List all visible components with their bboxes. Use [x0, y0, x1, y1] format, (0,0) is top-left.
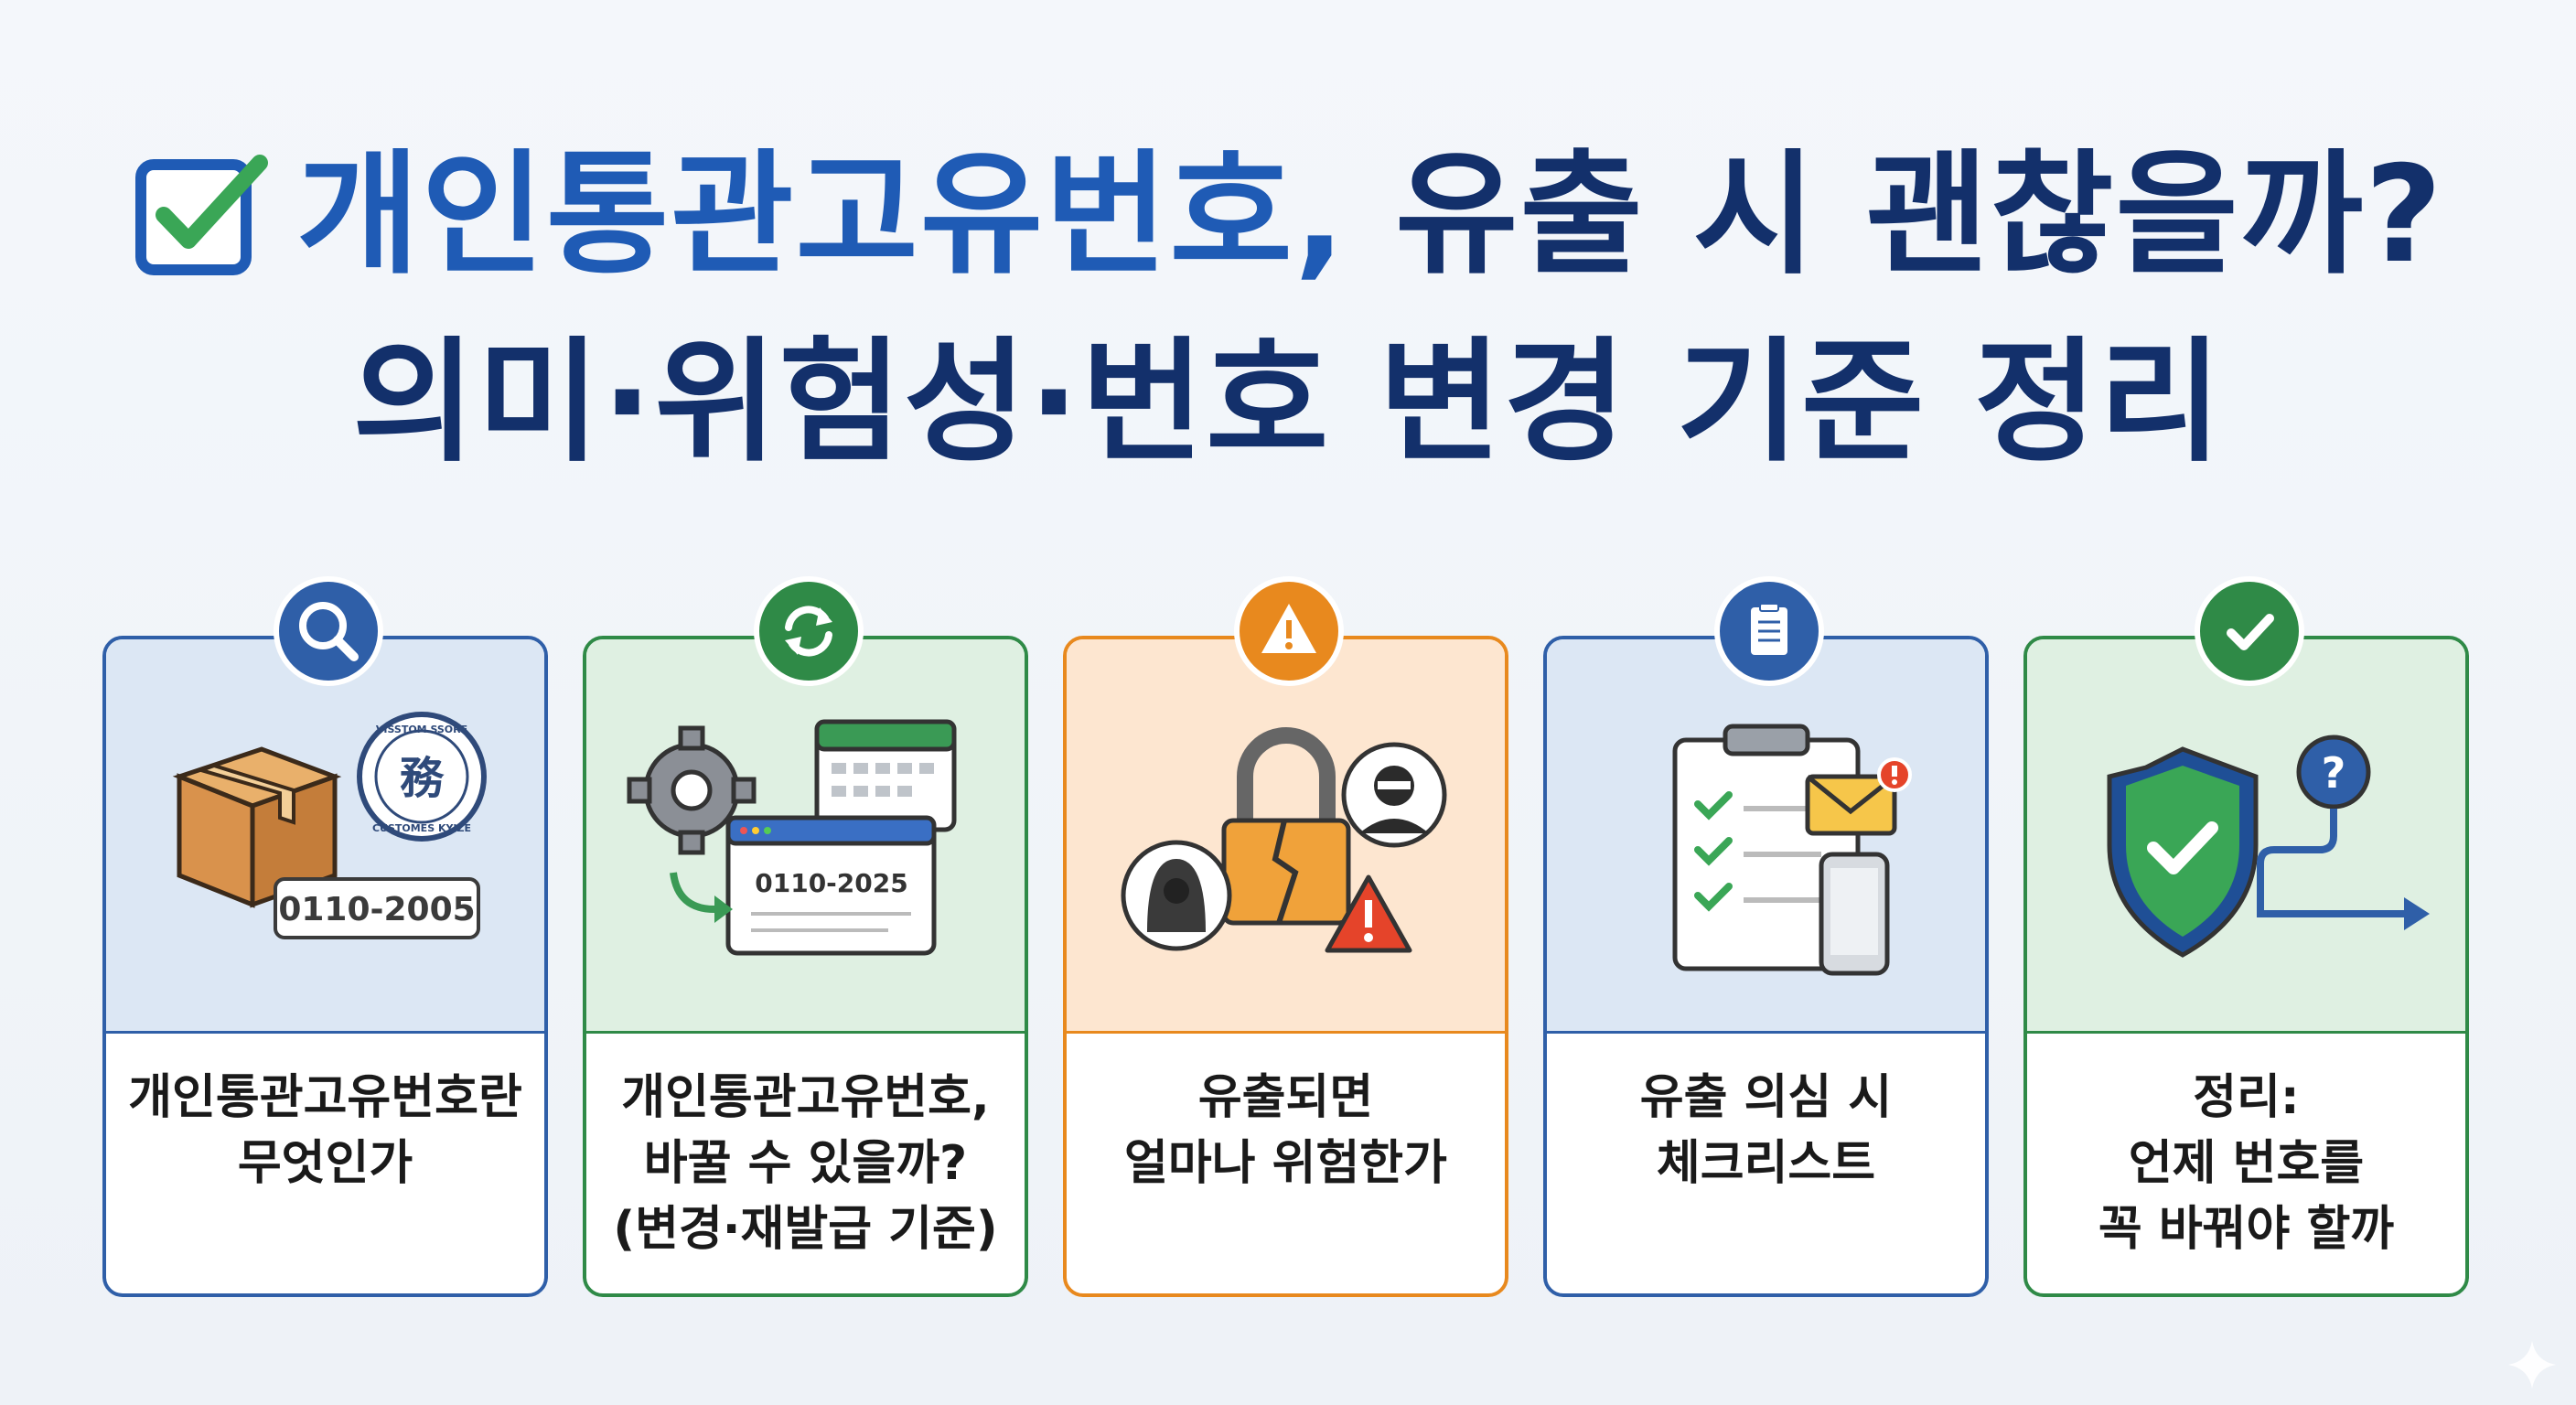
shield-illustration: ? [2107, 735, 2430, 958]
broken-lock-icon [1221, 727, 1351, 926]
arrow-icon [2257, 809, 2411, 917]
svg-text:?: ? [2322, 748, 2346, 798]
card-badge [754, 576, 864, 686]
title-highlight: 개인통관고유번호, [296, 137, 1347, 293]
card-title-line: 체크리스트 [1656, 1136, 1876, 1191]
svg-text:務: 務 [400, 753, 445, 804]
card-can-change[interactable]: 0110-2025 개인통관고유번호, 바꿀 수 있을까? (변경·재발급 기준… [583, 636, 1028, 1297]
number-label: 0110-2005 [274, 877, 480, 939]
card-divider [106, 1031, 544, 1034]
check-icon [2227, 614, 2274, 650]
broken-lock-illustration [1121, 727, 1447, 953]
card-title-line: 개인통관고유번호란 [128, 1070, 522, 1125]
card-when-to-change[interactable]: ? 정리: 언제 번호를 꼭 바꿔야 할까 [2023, 636, 2469, 1297]
refresh-icon [785, 606, 832, 657]
svg-text:0110-2005: 0110-2005 [278, 891, 475, 928]
card-badge [274, 576, 383, 686]
svg-text:CUSTOMES KYIZE: CUSTOMES KYIZE [372, 822, 471, 834]
calendar-icon [814, 719, 957, 832]
hacker-icon [1341, 742, 1447, 848]
magnifier-icon [299, 602, 359, 661]
card-divider [2027, 1031, 2465, 1034]
card-checklist[interactable]: 유출 의심 시 체크리스트 [1543, 636, 1989, 1297]
envelope-icon [1805, 757, 1912, 836]
card-divider [586, 1031, 1025, 1034]
card-divider [1067, 1031, 1505, 1034]
card-title: 개인통관고유번호, 바꿀 수 있을까? (변경·재발급 기준) [596, 1065, 1015, 1262]
card-title: 정리: 언제 번호를 꼭 바꿔야 할까 [2036, 1065, 2456, 1262]
card-title-line: (변경·재발급 기준) [613, 1202, 998, 1257]
checkbox-checked-icon [135, 154, 269, 275]
card-title: 유출되면 얼마나 위험한가 [1076, 1065, 1496, 1196]
svg-text:0110-2025: 0110-2025 [755, 868, 907, 898]
arrow-icon [670, 872, 715, 913]
card-title-line: 얼마나 위험한가 [1124, 1136, 1447, 1191]
card-title: 개인통관고유번호란 무엇인가 [115, 1065, 535, 1196]
card-badge [1234, 576, 1344, 686]
card-title-line: 언제 번호를 [2128, 1136, 2365, 1191]
card-title-line: 유출 의심 시 [1639, 1070, 1893, 1125]
sparkle-icon [2508, 1341, 2556, 1389]
question-icon: ? [2296, 735, 2371, 810]
card-title: 유출 의심 시 체크리스트 [1556, 1065, 1976, 1196]
warning-icon [1325, 874, 1412, 953]
browser-window-icon: 0110-2025 [725, 815, 937, 956]
card-badge [1714, 576, 1824, 686]
shield-icon [2107, 746, 2259, 958]
warning-triangle-icon [1261, 604, 1316, 653]
card-title-line: 유출되면 [1197, 1070, 1374, 1125]
card-badge [2195, 576, 2304, 686]
parcel-box-icon [172, 746, 342, 908]
card-title-line: 개인통관고유번호, [621, 1070, 990, 1125]
box-and-stamp-illustration: 務 VISSTOM SSORE CUSTOMES KYIZE 0110-2005 [172, 712, 487, 939]
title-question: 유출 시 괜찮을까? [1395, 137, 2444, 293]
page-title-line-2: 의미·위험성·번호 변경 기준 정리 [352, 325, 2224, 480]
customs-stamp-icon: 務 VISSTOM SSORE CUSTOMES KYIZE [357, 712, 487, 842]
card-divider [1547, 1031, 1985, 1034]
card-title-line: 바꿀 수 있을까? [643, 1136, 968, 1191]
smartphone-icon [1819, 852, 1890, 976]
gear-icon [627, 725, 757, 855]
page-title-line-1: 개인통관고유번호, 유출 시 괜찮을까? [0, 137, 2576, 293]
card-title-line: 꼭 바꿔야 할까 [2098, 1202, 2395, 1257]
clipboard-list-icon [1751, 603, 1787, 655]
svg-text:VISSTOM SSORE: VISSTOM SSORE [376, 724, 467, 735]
checklist-illustration [1672, 724, 1912, 976]
hooded-figure-icon [1121, 840, 1232, 951]
card-title-line: 정리: [2193, 1070, 2300, 1125]
card-what-is-number[interactable]: 務 VISSTOM SSORE CUSTOMES KYIZE 0110-2005… [102, 636, 548, 1297]
settings-calendar-illustration: 0110-2025 [627, 719, 957, 956]
card-how-risky[interactable]: 유출되면 얼마나 위험한가 [1063, 636, 1508, 1297]
card-title-line: 무엇인가 [237, 1136, 413, 1191]
